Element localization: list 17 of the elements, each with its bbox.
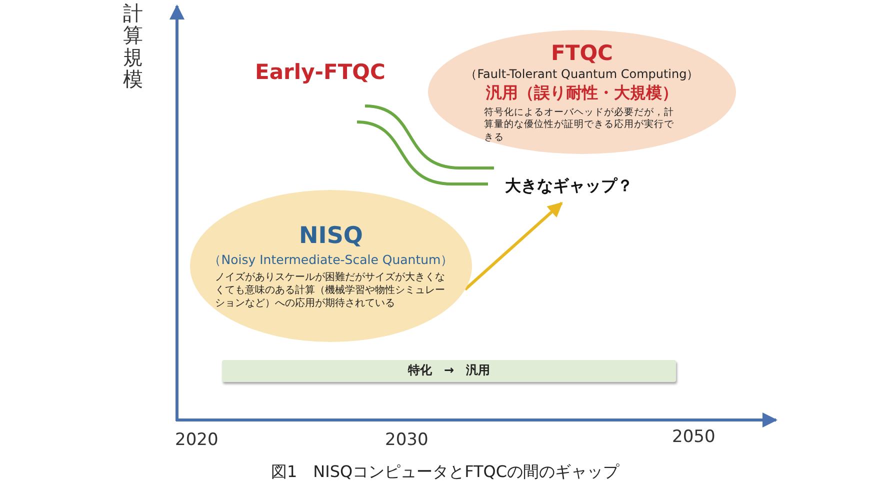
year-tick-label: 2050: [672, 427, 716, 447]
trend-text: 特化 → 汎用: [408, 363, 490, 379]
figure-caption: 図1 NISQコンピュータとFTQCの間のギャップ: [270, 462, 620, 481]
year-tick-label: 2020: [175, 430, 218, 450]
early-ftqc-label: Early-FTQC: [255, 60, 386, 84]
year-tick-label: 2030: [385, 430, 428, 450]
ftqc-subtitle: （Fault-Tolerant Quantum Computing）: [465, 67, 699, 84]
ftqc-description: 符号化によるオーバヘッドが必要だが，計算量的な優位性が証明できる応用が実行できる: [484, 106, 675, 144]
arrow: [464, 202, 563, 291]
nisq-description: ノイズがありスケールが困難だがサイズが大きくなくても意味のある計算（機械学習や物性シミュレーションなど）への応用が期待されている: [215, 271, 446, 310]
trend-band: [222, 360, 676, 382]
nisq-subtitle: （Noisy Intermediate-Scale Quantum）: [208, 252, 454, 268]
y-axis-title: 計算規模: [123, 2, 144, 90]
ftqc-heading: 汎用（誤り耐性・大規模）: [486, 83, 678, 104]
nisq-title: NISQ: [299, 222, 363, 251]
ftqc-title: FTQC: [551, 40, 613, 68]
gap-text: 大きなギャップ？: [505, 176, 633, 196]
